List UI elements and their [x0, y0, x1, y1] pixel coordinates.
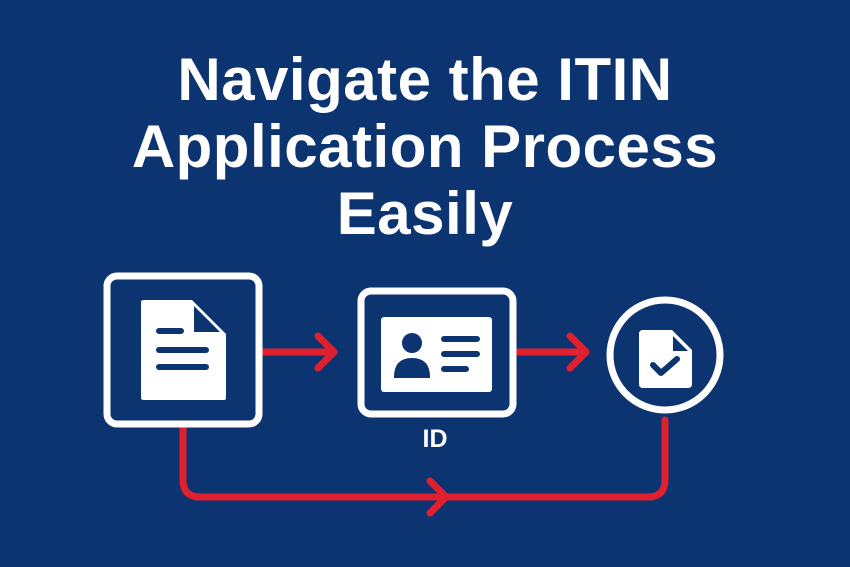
step-id-card[interactable] — [357, 287, 517, 418]
document-check-icon — [639, 330, 692, 388]
arrow-2-icon — [510, 332, 590, 372]
step-document[interactable] — [103, 272, 263, 428]
page-title: Navigate the ITIN Application Process Ea… — [0, 46, 850, 247]
id-card-icon — [381, 317, 492, 392]
bypass-arrow — [179, 416, 669, 517]
arrow-1-icon — [258, 332, 338, 372]
document-icon — [141, 300, 226, 400]
title-line-3: Easily — [336, 180, 514, 247]
step-2-label: ID — [422, 425, 448, 453]
title-line-2: Application Process — [131, 113, 719, 180]
step-document-check[interactable] — [606, 296, 724, 414]
title-line-1: Navigate the ITIN — [177, 46, 673, 113]
